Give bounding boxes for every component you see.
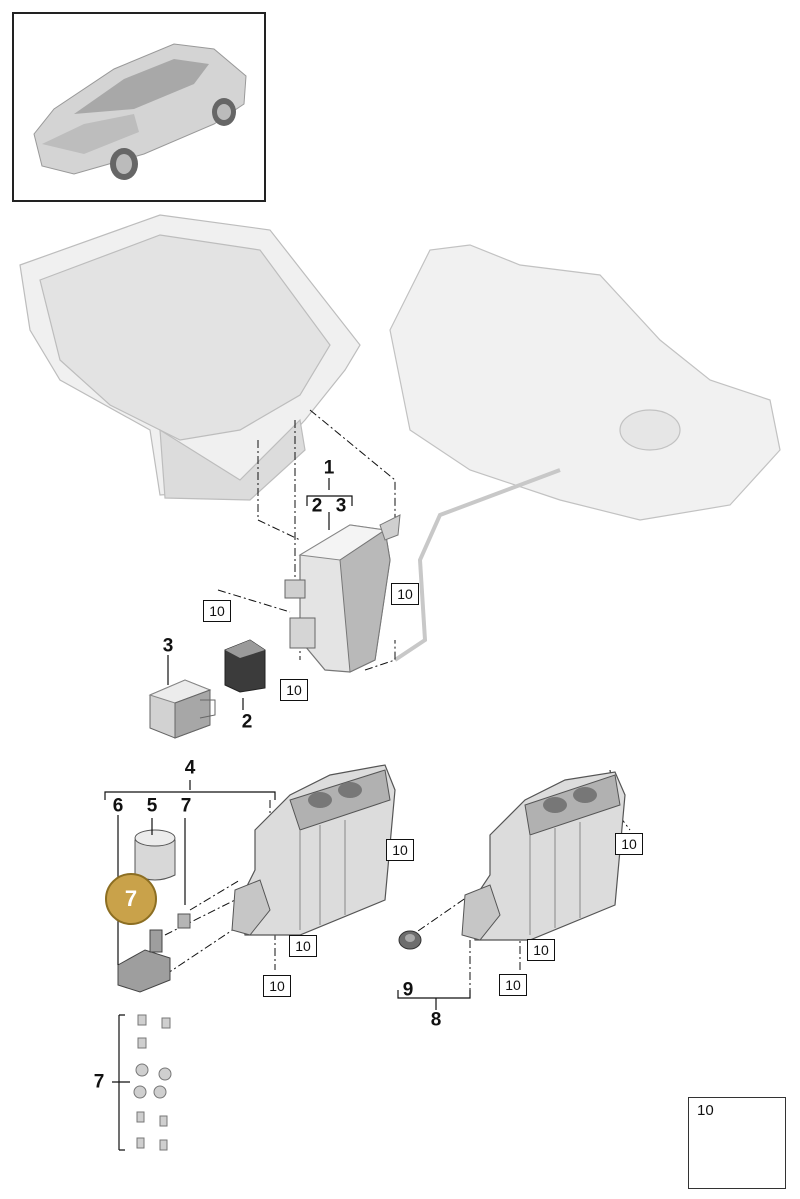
vehicle-thumbnail-icon xyxy=(33,43,247,180)
ref-box-10: 10 xyxy=(280,679,308,701)
canister-assembly-8 xyxy=(461,771,626,941)
carbon-canister-part xyxy=(284,514,401,673)
ref-box-10: 10 xyxy=(263,975,291,997)
label-sub-3: 3 xyxy=(335,495,347,517)
spare-wheel-well-ghost xyxy=(19,214,361,501)
label-part-7-kit: 7 xyxy=(93,1071,105,1093)
label-assembly-1: 1 xyxy=(323,457,335,479)
label-part-7-top: 7 xyxy=(180,795,192,817)
vehicle-thumbnail-frame xyxy=(12,12,266,202)
highlight-callout[interactable]: 7 xyxy=(105,873,157,925)
label-part-6: 6 xyxy=(112,795,124,817)
grommet-part-9 xyxy=(398,930,422,950)
ref-box-10: 10 xyxy=(386,839,414,861)
legend-box: 10 xyxy=(688,1097,786,1189)
label-assembly-4: 4 xyxy=(184,757,196,779)
label-part-9: 9 xyxy=(402,979,414,1001)
valve-cylinder-part xyxy=(134,829,176,881)
label-part-3: 3 xyxy=(162,635,174,657)
label-sub-2: 2 xyxy=(311,495,323,517)
ref-box-10: 10 xyxy=(203,600,231,622)
legend-number: 10 xyxy=(697,1102,714,1119)
ref-box-10: 10 xyxy=(615,833,643,855)
ref-box-10: 10 xyxy=(289,935,317,957)
filter-housing-part xyxy=(148,679,216,739)
hose-fittings-7 xyxy=(177,913,191,929)
solenoid-valve-part xyxy=(117,929,171,993)
label-part-2: 2 xyxy=(241,711,253,733)
fuel-tank-ghost xyxy=(389,244,781,662)
fastener-kit-7 xyxy=(133,1014,172,1151)
filter-mat-part xyxy=(224,639,266,693)
ref-box-10: 10 xyxy=(499,974,527,996)
ref-box-10: 10 xyxy=(391,583,419,605)
ref-box-10: 10 xyxy=(527,939,555,961)
canister-assembly-4 xyxy=(231,764,396,936)
label-assembly-8: 8 xyxy=(430,1009,442,1031)
label-part-5: 5 xyxy=(146,795,158,817)
